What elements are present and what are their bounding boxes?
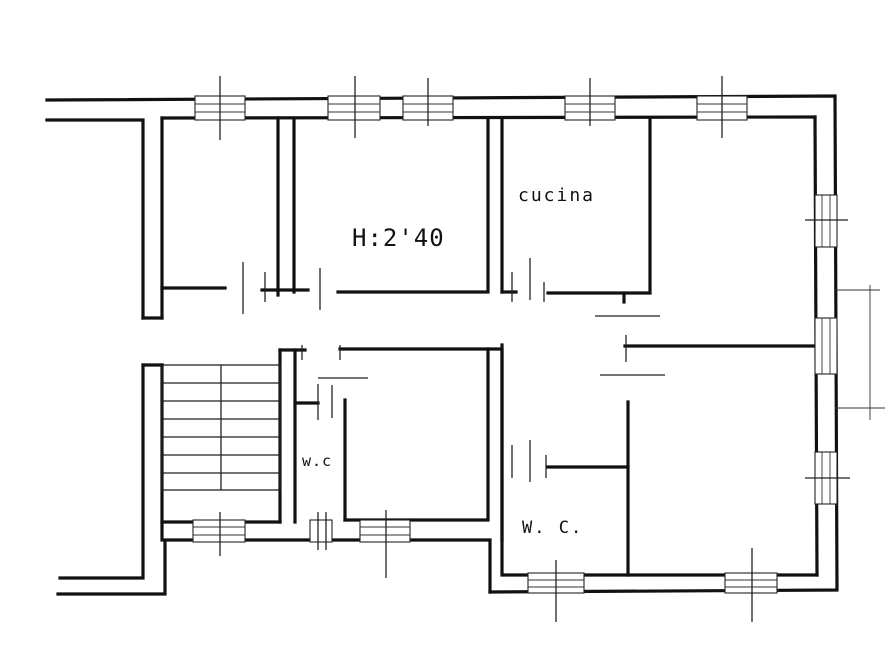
stairs bbox=[141, 316, 281, 491]
dimension-marks bbox=[835, 285, 885, 420]
windows bbox=[192, 76, 850, 622]
wc-right-label: W. C. bbox=[522, 518, 583, 538]
room-height-label: H:2'40 bbox=[352, 224, 445, 252]
wc-left-label: w.c bbox=[302, 452, 332, 470]
door-openings bbox=[242, 258, 665, 482]
interior-walls bbox=[160, 116, 817, 577]
kitchen-label: cucina bbox=[518, 185, 595, 206]
